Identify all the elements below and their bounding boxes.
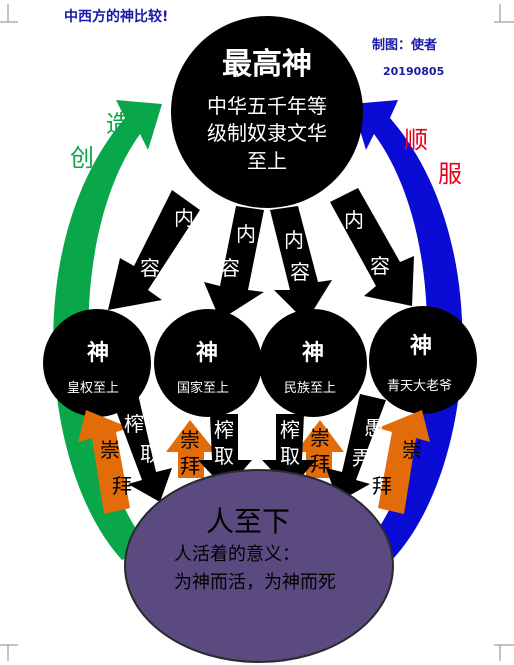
fool-label-4b: 弄	[352, 446, 372, 470]
obey-label-1: 顺	[404, 126, 428, 154]
worship-label-3b: 拜	[310, 452, 330, 476]
content-label-4a: 内	[344, 208, 364, 232]
extract-label-1b: 取	[140, 442, 160, 466]
human-line-2: 为神而活，为神而死	[174, 572, 336, 593]
date-label: 20190805	[383, 65, 445, 78]
author-label: 制图：使者	[372, 38, 438, 53]
content-arrow-group	[108, 188, 414, 322]
worship-label-4a: 崇	[402, 438, 422, 462]
god-circle-2	[154, 309, 262, 417]
page-title: 中西方的神比较!	[64, 9, 169, 25]
supreme-god-title: 最高神	[222, 47, 312, 82]
content-label-4b: 容	[370, 254, 390, 278]
worship-arrow-4	[378, 410, 430, 514]
content-arrow-2	[204, 206, 264, 320]
god-3-title: 神	[302, 341, 325, 366]
content-label-3b: 容	[290, 260, 310, 284]
extract-arrow-1	[112, 394, 172, 502]
content-label-2a: 内	[236, 222, 256, 246]
god-3-label: 民族至上	[284, 381, 337, 396]
extract-label-3a: 榨	[280, 418, 300, 442]
create-label-1: 造	[106, 110, 130, 138]
worship-label-1a: 崇	[100, 438, 120, 462]
content-arrow-1	[108, 190, 200, 310]
worship-label-3a: 崇	[310, 426, 330, 450]
god-2-label: 国家至上	[177, 381, 230, 396]
worship-label-2b: 拜	[180, 454, 200, 478]
human-circle	[124, 469, 394, 663]
god-circle-3	[259, 309, 367, 417]
content-label-3a: 内	[284, 228, 304, 252]
fool-arrow-4	[326, 394, 386, 502]
god-2-title: 神	[196, 341, 219, 366]
crop-marks	[0, 4, 514, 661]
human-title: 人至下	[206, 505, 291, 538]
god-circle-1	[43, 309, 151, 417]
worship-label-4b: 拜	[372, 474, 392, 498]
supreme-god-circle	[171, 16, 363, 208]
god-circle-4	[369, 306, 477, 414]
obey-arrow	[352, 100, 463, 560]
human-line-1: 人活着的意义：	[174, 544, 300, 565]
god-1-label: 皇权至上	[67, 381, 120, 396]
extract-label-1a: 榨	[124, 412, 144, 436]
worship-label-1b: 拜	[112, 474, 132, 498]
content-arrow-4	[330, 188, 414, 306]
content-label-1b: 容	[140, 256, 160, 280]
create-label-2: 创	[70, 144, 94, 172]
extract-label-2b: 取	[214, 444, 234, 468]
fool-label-4a: 愚	[364, 416, 384, 440]
god-4-title: 神	[410, 334, 433, 359]
extract-label-2a: 榨	[214, 418, 234, 442]
content-arrow-3	[270, 206, 332, 322]
god-4-label: 青天大老爷	[387, 379, 453, 394]
supreme-god-line-3: 至上	[247, 149, 287, 173]
worship-arrow-1	[78, 410, 130, 514]
obey-label-2: 服	[438, 160, 462, 188]
supreme-god-line-1: 中华五千年等	[207, 94, 327, 118]
extract-label-3b: 取	[280, 444, 300, 468]
content-label-1a: 内	[174, 206, 194, 230]
god-1-title: 神	[87, 341, 110, 366]
create-arrow	[53, 100, 162, 560]
supreme-god-line-2: 级制奴隶文华	[207, 121, 327, 145]
content-label-2b: 容	[220, 256, 240, 280]
worship-label-2a: 崇	[180, 428, 200, 452]
